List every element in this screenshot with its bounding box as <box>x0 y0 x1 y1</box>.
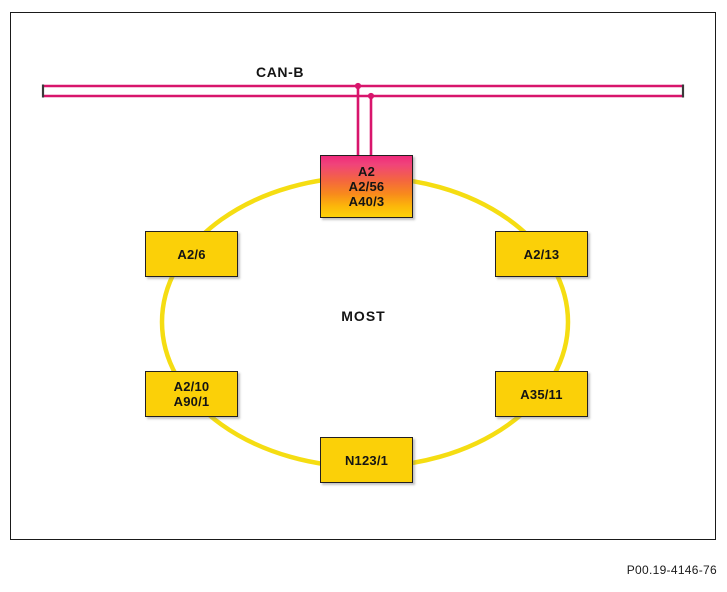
node-a2-master-label-1: A2 <box>357 164 376 179</box>
node-a2-13-label: A2/13 <box>523 246 560 262</box>
node-a2-10[interactable]: A2/10 A90/1 <box>145 371 238 417</box>
node-a2-10-label-1: A2/10 <box>173 379 210 394</box>
most-label: MOST <box>341 308 386 324</box>
node-a2-master[interactable]: A2 A2/56 A40/3 <box>320 155 413 218</box>
node-n123-1[interactable]: N123/1 <box>320 437 413 483</box>
node-a2-master-label-3: A40/3 <box>348 194 385 209</box>
node-a2-13[interactable]: A2/13 <box>495 231 588 277</box>
node-a2-10-label-2: A90/1 <box>173 394 210 409</box>
node-a2-6-label: A2/6 <box>177 246 206 262</box>
can-b-label: CAN-B <box>256 64 305 80</box>
node-a35-11-label: A35/11 <box>520 386 563 402</box>
node-a2-master-label-2: A2/56 <box>348 179 385 194</box>
figure-caption: P00.19-4146-76 <box>626 563 717 577</box>
node-a2-6[interactable]: A2/6 <box>145 231 238 277</box>
node-n123-1-label: N123/1 <box>344 452 389 468</box>
node-a35-11[interactable]: A35/11 <box>495 371 588 417</box>
